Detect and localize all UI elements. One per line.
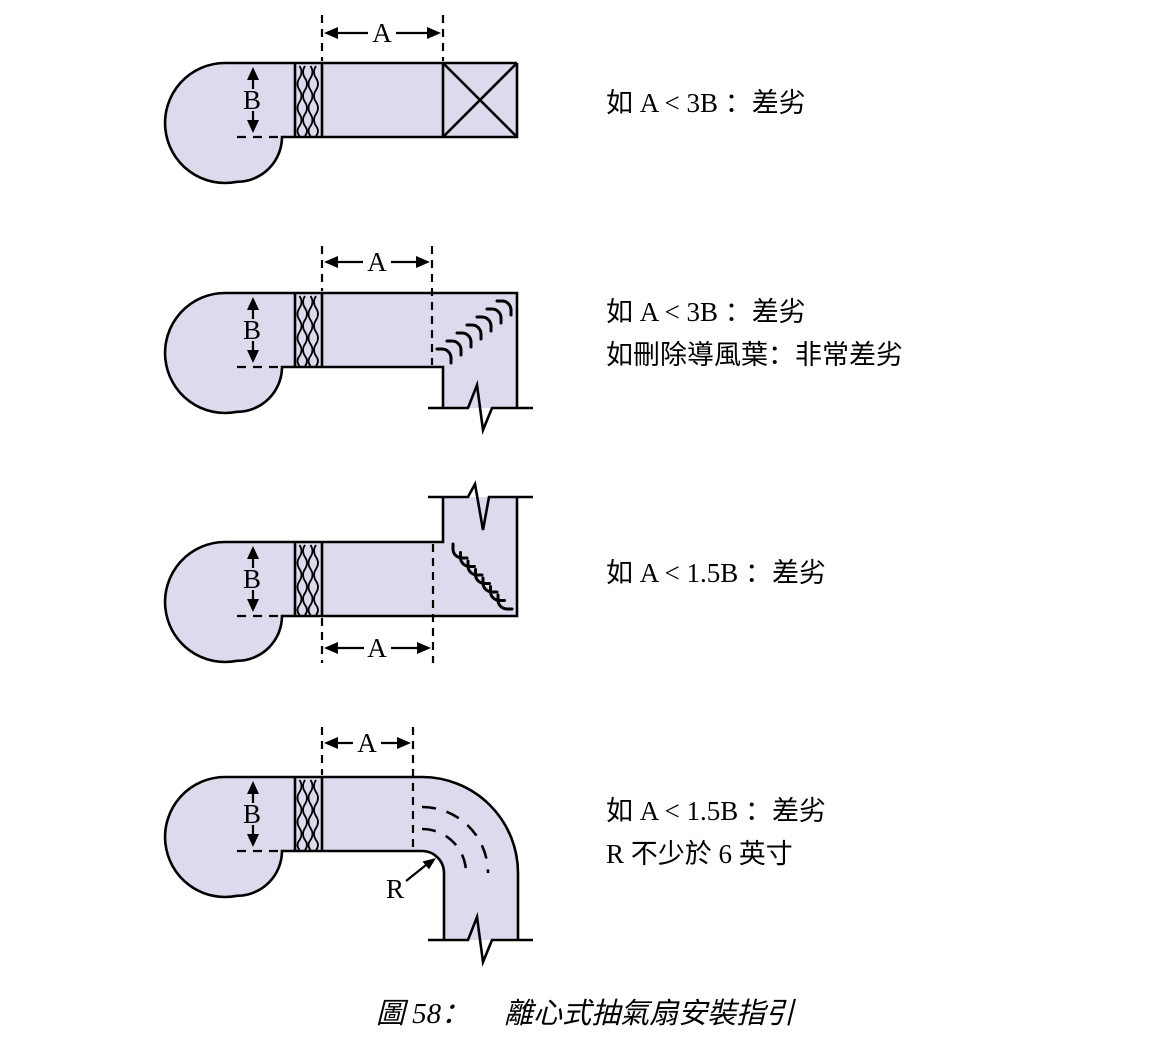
note-line: 如 A < 1.5B ：差劣: [606, 558, 826, 588]
radius-callout: R: [386, 858, 436, 904]
dim-b-label: B: [243, 799, 261, 829]
turning-vanes: [435, 299, 513, 365]
dimension-a: A: [320, 544, 435, 663]
flexible-connector: [293, 542, 324, 616]
arrowhead-right: [397, 737, 411, 749]
arrowhead-up: [247, 546, 259, 559]
figure-number: 圖 58：: [375, 998, 471, 1030]
duct-outline: [163, 61, 519, 185]
note-line: R 不少於 6 英寸: [606, 839, 793, 869]
dimension-b: B: [237, 781, 283, 853]
arrowhead-left: [324, 27, 338, 39]
dim-b-label: B: [243, 315, 261, 345]
diagram-vaned-elbow-down: A B: [163, 246, 533, 436]
arrowhead-right: [427, 27, 441, 39]
fan-duct-body: [163, 497, 519, 664]
flexible-connector: [293, 777, 324, 851]
dimension-b: B: [237, 297, 283, 369]
diagram-radius-elbow: R A B: [163, 727, 533, 968]
arrowhead-down: [247, 599, 259, 612]
duct-break-line: [428, 911, 533, 968]
note-row-3: 如 A < 1.5B ：差劣: [606, 552, 826, 595]
duct-break-line: [428, 379, 533, 436]
duct-fill: [165, 63, 517, 183]
arrowhead-right: [416, 256, 430, 268]
dimension-b: B: [237, 546, 283, 618]
arrowhead: [422, 858, 436, 870]
note-line: 如 A < 1.5B ：差劣: [606, 796, 826, 826]
arrowhead-up: [247, 297, 259, 310]
dim-a-extension-lines: [320, 727, 415, 849]
dim-a-extension-lines: [320, 544, 435, 663]
note-row-4: 如 A < 1.5B ：差劣 R 不少於 6 英寸: [606, 790, 826, 876]
damper-box: [441, 62, 518, 138]
flow-streamlines: [421, 805, 490, 874]
figure-caption: 圖 58： 離心式抽氣扇安裝指引: [0, 990, 1170, 1032]
flexible-connector: [293, 63, 324, 137]
diagram-damper-outlet: A B: [163, 15, 519, 185]
flexible-connector: [293, 293, 324, 367]
duct-fill: [165, 293, 517, 413]
fan-duct-body: [163, 291, 519, 415]
note-line: 如 A < 3B ：差劣: [606, 297, 806, 327]
arrowhead-down: [247, 834, 259, 847]
note-line: 如 A < 3B ：差劣: [606, 88, 806, 118]
duct-fill: [165, 497, 517, 662]
duct-fill: [165, 777, 518, 940]
duct-outline: [163, 291, 519, 415]
arrowhead-up: [247, 781, 259, 794]
dim-b-label: B: [243, 85, 261, 115]
arrowhead-up: [247, 67, 259, 80]
fan-duct-body: [163, 61, 519, 185]
note-line: 如刪除導風葉：非常差劣: [606, 340, 903, 370]
duct-outline: [163, 775, 520, 940]
arrowhead-left: [324, 642, 338, 654]
radius-label: R: [386, 874, 404, 904]
dim-a-label: A: [367, 247, 387, 277]
turning-vanes: [451, 542, 514, 611]
dimension-a: A: [320, 246, 434, 365]
arrowhead-down: [247, 120, 259, 133]
arrowhead-left: [324, 737, 338, 749]
dim-a-label: A: [372, 18, 392, 48]
arrowhead-right: [417, 642, 431, 654]
figure-title: 離心式抽氣扇安裝指引: [504, 998, 795, 1030]
arrowhead-down: [247, 350, 259, 363]
note-row-2: 如 A < 3B ：差劣 如刪除導風葉：非常差劣: [606, 291, 903, 377]
dim-b-label: B: [243, 564, 261, 594]
duct-break-line: [428, 480, 533, 531]
diagram-vaned-elbow-up: A B: [163, 480, 533, 664]
dim-a-label: A: [367, 633, 387, 663]
dimension-b: B: [237, 67, 283, 139]
dimension-a: A: [320, 15, 445, 61]
duct-outline: [163, 497, 519, 664]
dim-a-extension-lines: [320, 15, 445, 61]
note-row-1: 如 A < 3B ：差劣: [606, 82, 806, 125]
fan-duct-body: [163, 775, 520, 940]
arrowhead-left: [324, 256, 338, 268]
dim-a-extension-lines: [320, 246, 434, 365]
dim-a-label: A: [357, 728, 377, 758]
dimension-a: A: [320, 727, 415, 849]
